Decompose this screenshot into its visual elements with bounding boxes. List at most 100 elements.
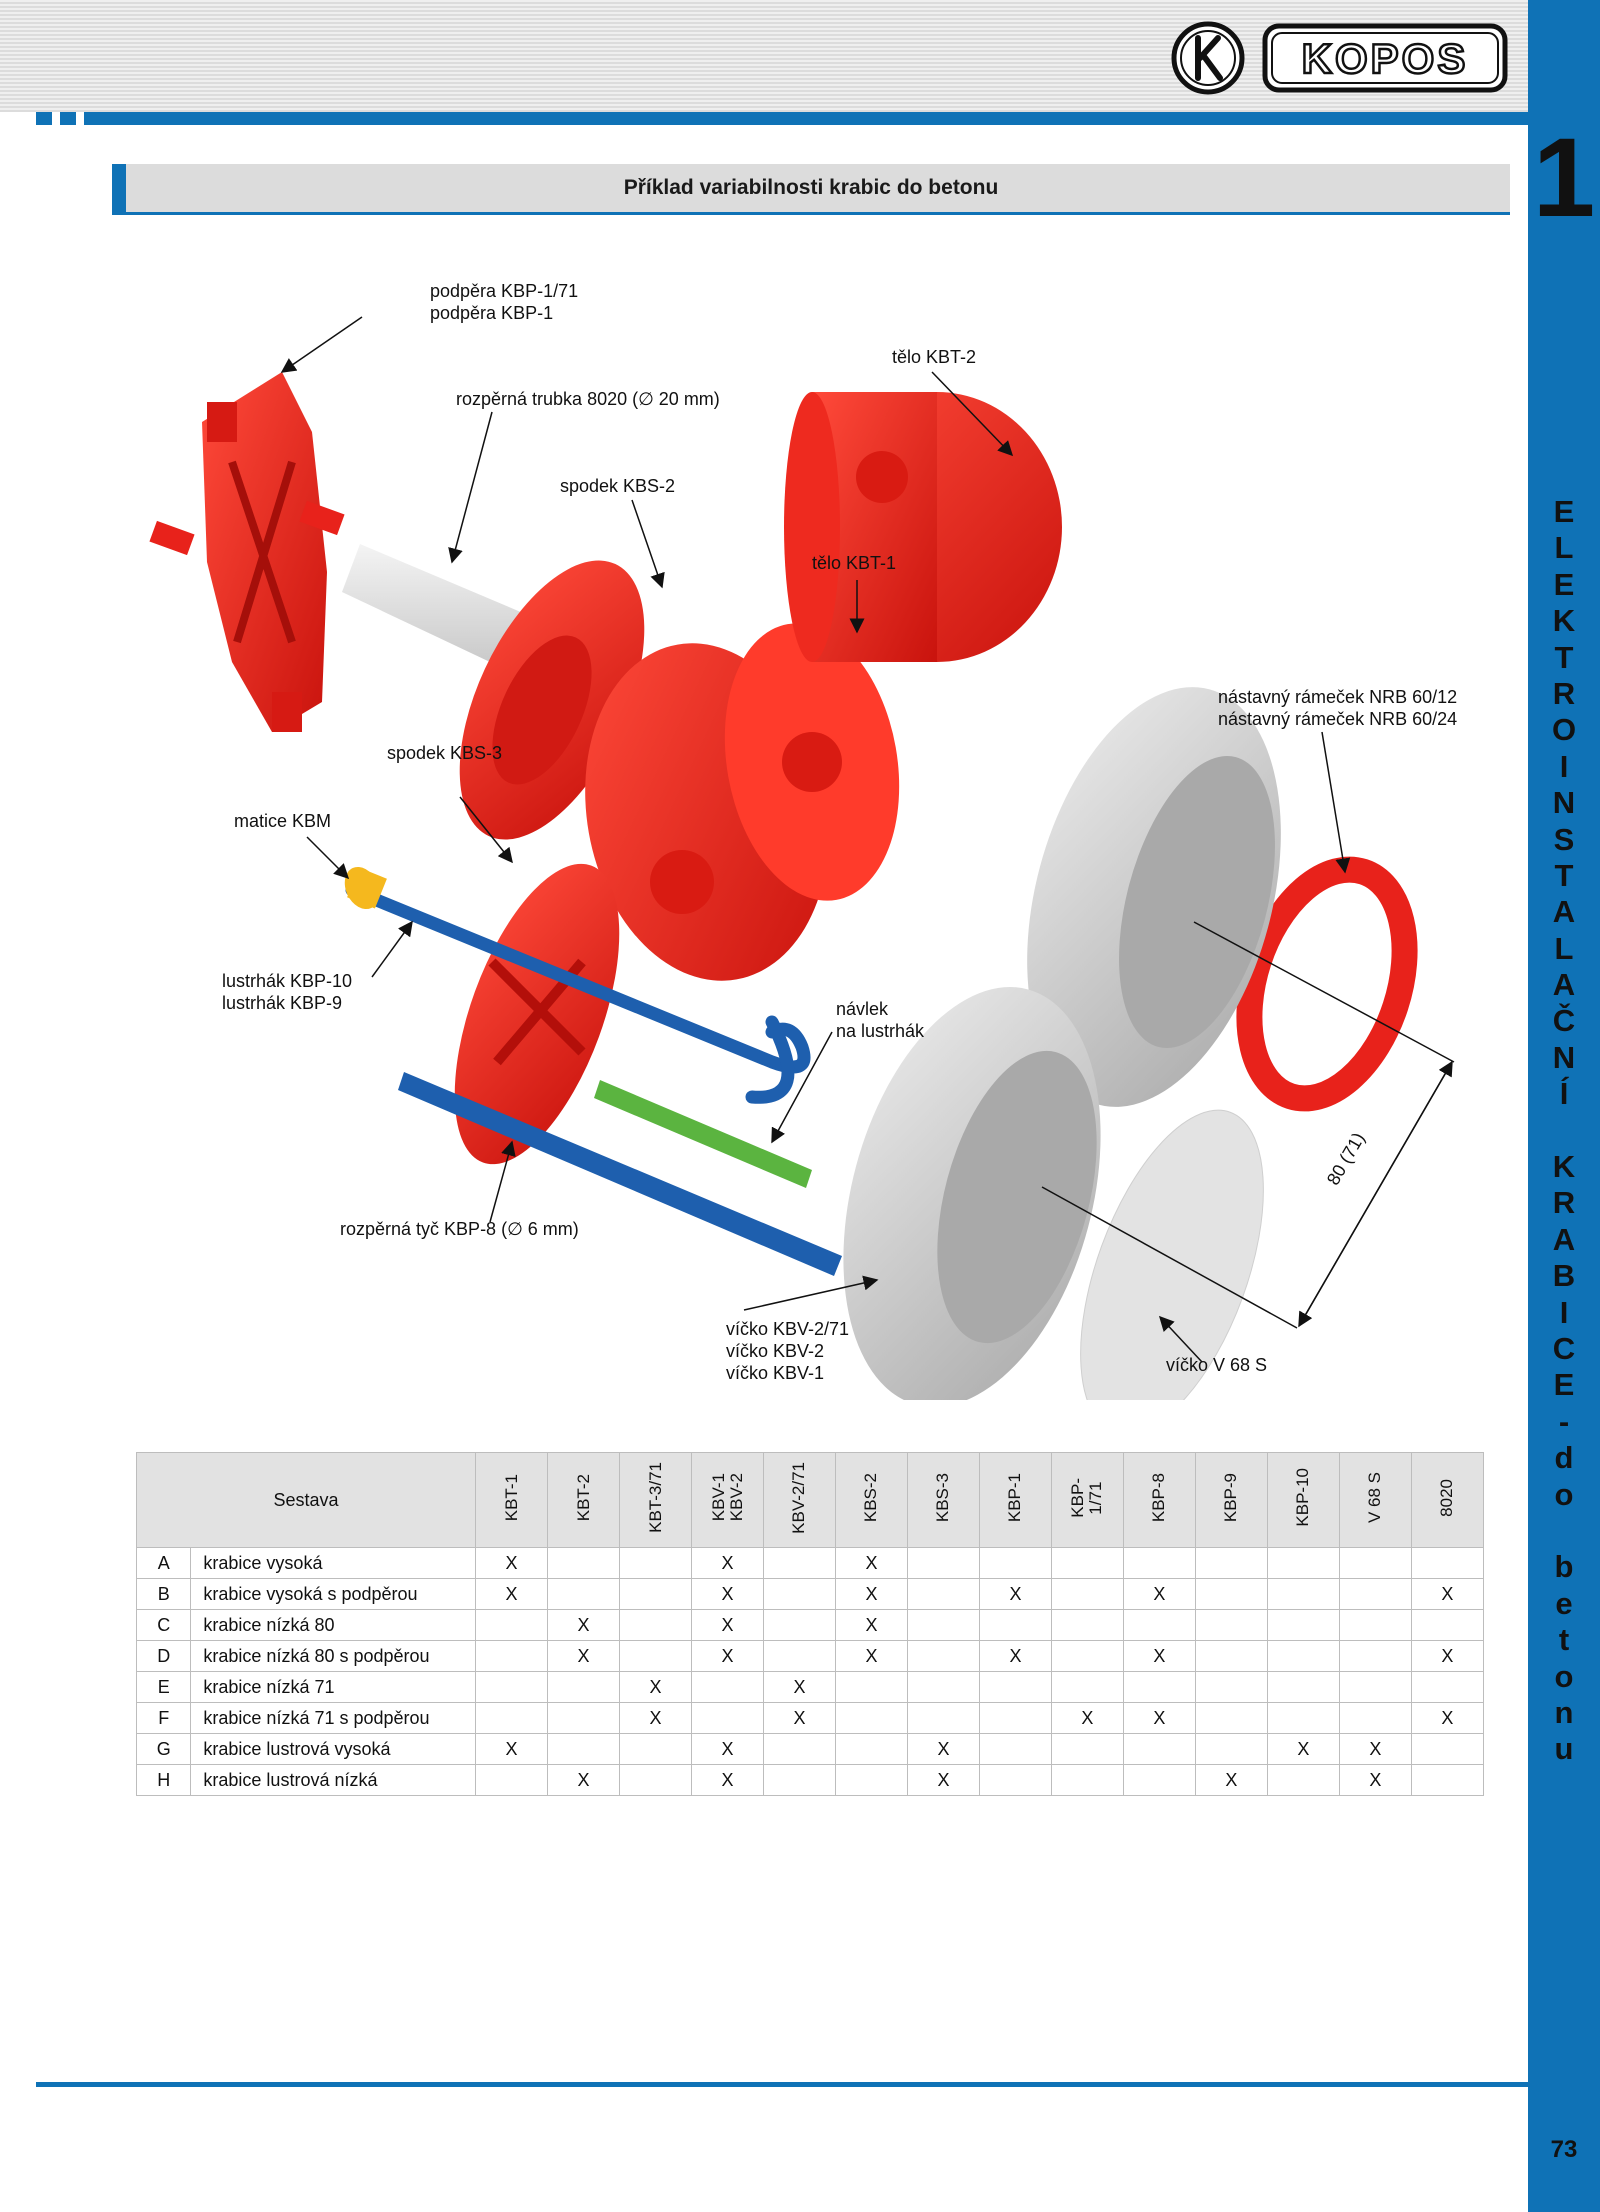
- table-column-header: KBS-3: [906, 1452, 980, 1548]
- table-cell: X: [619, 1671, 693, 1703]
- table-cell: [1410, 1609, 1485, 1641]
- table-cell: [763, 1609, 836, 1641]
- table-cell: X: [763, 1702, 836, 1734]
- row-name: krabice lustrová vysoká: [190, 1733, 477, 1765]
- table-column-header: KBP-10: [1266, 1452, 1340, 1548]
- sidebar-letter: T: [1554, 857, 1574, 893]
- row-name: krabice nízká 80 s podpěrou: [190, 1640, 477, 1672]
- table-cell: [1266, 1578, 1340, 1610]
- sidebar-letter: K: [1552, 1149, 1576, 1185]
- sidebar-letter: K: [1552, 603, 1576, 639]
- table-cell: [1194, 1609, 1268, 1641]
- sidebar-letter: T: [1554, 639, 1574, 675]
- table-column-header: KBP-9: [1194, 1452, 1268, 1548]
- table-cell: [763, 1640, 836, 1672]
- row-name: krabice vysoká s podpěrou: [190, 1578, 477, 1610]
- table-cell: X: [475, 1547, 549, 1579]
- table-cell: [1410, 1671, 1485, 1703]
- sidebar-letter: b: [1554, 1549, 1574, 1585]
- table-cell: [475, 1609, 549, 1641]
- sidebar-letter: n: [1554, 1694, 1574, 1730]
- table-cell: [1338, 1640, 1412, 1672]
- sidebar-letter: L: [1554, 930, 1574, 966]
- table-cell: [1050, 1578, 1124, 1610]
- row-name: krabice nízká 80: [190, 1609, 477, 1641]
- table-cell: X: [834, 1578, 908, 1610]
- table-cell: X: [691, 1733, 764, 1765]
- kopos-k-logo-icon: [1171, 21, 1245, 95]
- sidebar-letter: C: [1552, 1330, 1576, 1366]
- table-column-header: KBT-3/71: [619, 1452, 693, 1548]
- table-cell: [1050, 1640, 1124, 1672]
- brand-name: KOPOS: [1302, 35, 1469, 82]
- label-body-kbt2: tělo KBT-2: [892, 347, 977, 367]
- nut-kbm: [344, 866, 387, 910]
- sidebar-letter: E: [1553, 566, 1575, 602]
- leader-lines: [280, 316, 1455, 1363]
- sidebar-letter: Č: [1552, 1003, 1576, 1039]
- table-column-header: KBT-1: [475, 1452, 549, 1548]
- table-cell: [1122, 1733, 1196, 1765]
- table-cell: [834, 1733, 908, 1765]
- table-cell: [978, 1671, 1052, 1703]
- table-cell: [1050, 1547, 1124, 1579]
- row-id: B: [135, 1578, 192, 1610]
- sidebar-letter: B: [1552, 1258, 1576, 1294]
- sidebar-letter: E: [1553, 1367, 1575, 1403]
- table-cell: [906, 1609, 980, 1641]
- table-cell: [475, 1671, 549, 1703]
- label-cover-v68s: víčko V 68 S: [1166, 1355, 1268, 1375]
- table-cell: X: [547, 1764, 621, 1796]
- table-cell: X: [547, 1609, 621, 1641]
- table-cell: X: [1410, 1640, 1485, 1672]
- table-cell: [1410, 1547, 1485, 1579]
- table-cell: [547, 1578, 621, 1610]
- table-cell: X: [1122, 1640, 1196, 1672]
- table-cell: X: [978, 1640, 1052, 1672]
- footer-rule: [36, 2082, 1528, 2087]
- sidebar-letter: [1528, 1513, 1600, 1549]
- row-id: H: [135, 1764, 192, 1796]
- base-kbs2: [459, 560, 645, 840]
- table-cell: [475, 1640, 549, 1672]
- table-cell: [1194, 1733, 1268, 1765]
- table-cell: [547, 1702, 621, 1734]
- sidebar-letter: d: [1554, 1440, 1574, 1476]
- table-cell: [1266, 1640, 1340, 1672]
- table-cell: [619, 1733, 693, 1765]
- table-cell: [978, 1733, 1052, 1765]
- table-cell: X: [475, 1578, 549, 1610]
- body-kbt2: [784, 392, 1062, 662]
- table-cell: [978, 1547, 1052, 1579]
- table-cell: [619, 1640, 693, 1672]
- sidebar-letter: u: [1554, 1731, 1574, 1767]
- table-cell: X: [1266, 1733, 1340, 1765]
- table-cell: [1338, 1702, 1412, 1734]
- chapter-number: 1: [1532, 115, 1596, 240]
- table-cell: [619, 1578, 693, 1610]
- row-id: G: [135, 1733, 192, 1765]
- table-column-header: KBP-1: [978, 1452, 1052, 1548]
- table-cell: [834, 1764, 908, 1796]
- table-cell: X: [834, 1609, 908, 1641]
- body-kbt1: [585, 623, 900, 981]
- sidebar-letter: R: [1552, 675, 1576, 711]
- table-cell: [1194, 1671, 1268, 1703]
- table-column-header: KBT-2: [547, 1452, 621, 1548]
- support-kbp1: [149, 372, 345, 732]
- row-name: krabice nízká 71 s podpěrou: [190, 1702, 477, 1734]
- table-cell: [1050, 1764, 1124, 1796]
- cover-kbv2-top: [1027, 687, 1281, 1107]
- table-cell: X: [619, 1702, 693, 1734]
- cover-kbv2-bottom: [843, 987, 1101, 1400]
- sidebar-letter: Í: [1559, 1076, 1569, 1112]
- label-base-kbs3: spodek KBS-3: [387, 743, 503, 763]
